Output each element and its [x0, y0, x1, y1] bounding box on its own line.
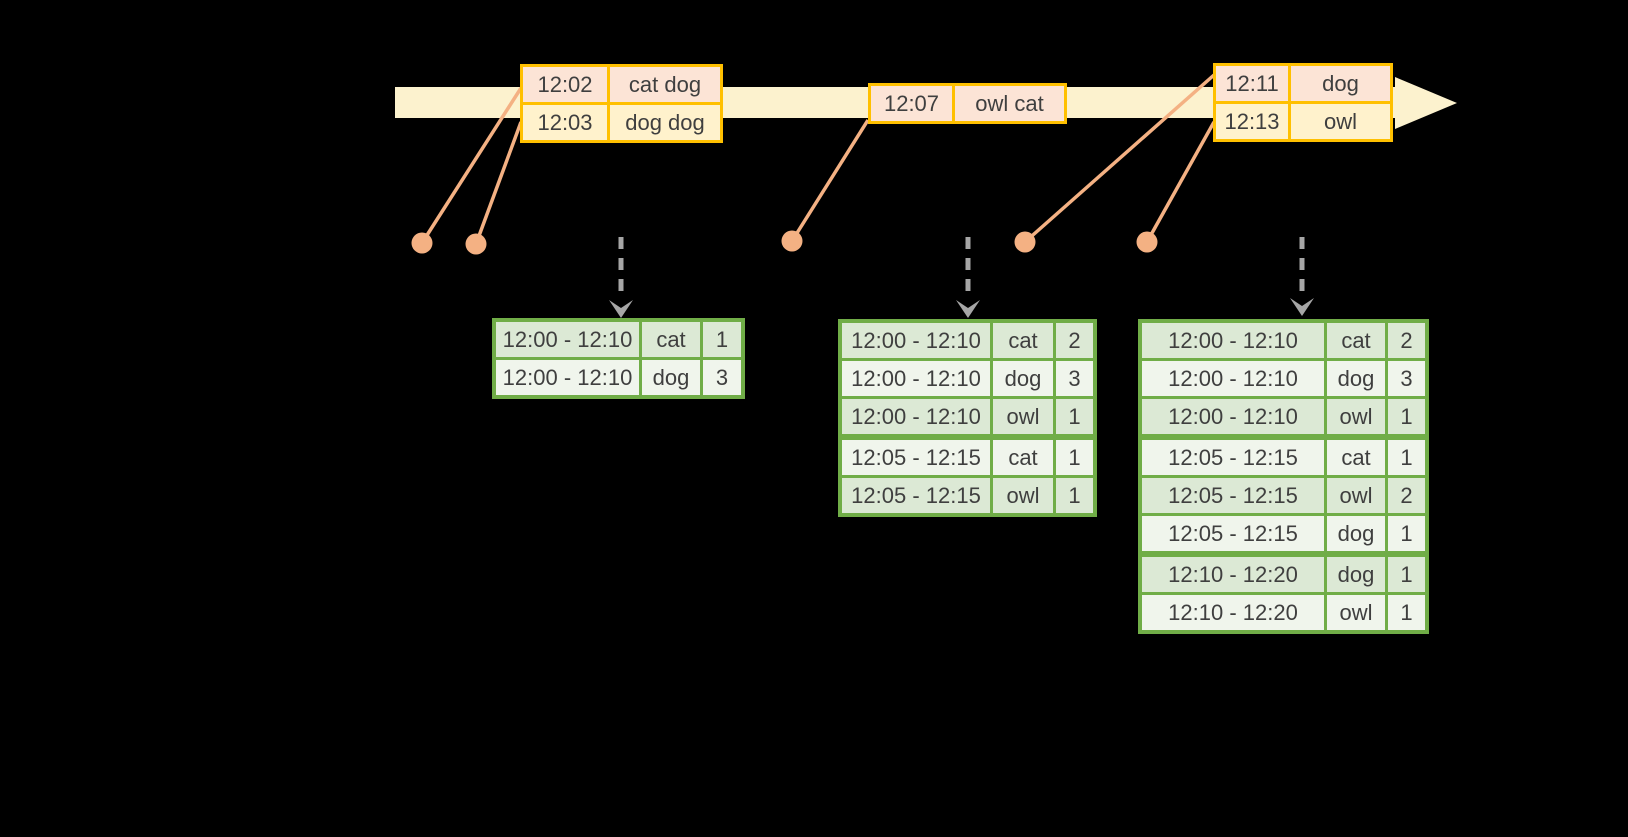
count-cell: 1	[1388, 516, 1425, 551]
count-cell: 1	[1056, 478, 1093, 513]
table-row: 12:13 owl	[1216, 104, 1390, 139]
count-cell: 1	[703, 322, 741, 357]
down-arrowhead-icon	[1290, 298, 1314, 316]
word-cell: dog	[1327, 516, 1385, 551]
event-words-cell: owl	[1291, 104, 1390, 139]
event-connector-line	[474, 121, 523, 245]
window-cell: 12:00 - 12:10	[1142, 323, 1324, 358]
window-cell: 12:10 - 12:20	[1142, 557, 1324, 592]
result-table-1: 12:00 - 12:10 cat 1 12:00 - 12:10 dog 3	[492, 318, 745, 399]
word-cell: dog	[1327, 557, 1385, 592]
word-cell: cat	[993, 323, 1053, 358]
event-dot	[465, 233, 487, 255]
count-cell: 1	[1388, 557, 1425, 592]
count-cell: 1	[1056, 440, 1093, 475]
table-row: 12:00 - 12:10 dog 3	[1142, 361, 1425, 396]
word-cell: dog	[993, 361, 1053, 396]
event-words-cell: dog	[1291, 66, 1390, 101]
table-row: 12:03 dog dog	[523, 105, 720, 140]
event-connector-line	[790, 119, 870, 242]
event-time-cell: 12:07	[871, 86, 952, 121]
count-cell: 1	[1388, 399, 1425, 434]
window-cell: 12:00 - 12:10	[496, 322, 639, 357]
count-cell: 3	[1388, 361, 1425, 396]
table-row: 12:00 - 12:10 cat 2	[1142, 323, 1425, 358]
event-time-cell: 12:13	[1216, 104, 1288, 139]
table-row: 12:10 - 12:20 dog 1	[1142, 557, 1425, 592]
event-table-2: 12:07 owl cat	[868, 83, 1067, 124]
count-cell: 1	[1056, 399, 1093, 434]
word-cell: owl	[993, 478, 1053, 513]
timeline-arrowhead-icon	[1395, 77, 1457, 129]
window-cell: 12:05 - 12:15	[1142, 478, 1324, 513]
table-row: 12:05 - 12:15 dog 1	[1142, 516, 1425, 551]
event-words-cell: cat dog	[610, 67, 720, 102]
trigger-arrows	[609, 237, 1314, 318]
count-cell: 2	[1056, 323, 1093, 358]
window-cell: 12:00 - 12:10	[842, 323, 990, 358]
event-dot	[1136, 231, 1158, 253]
window-cell: 12:10 - 12:20	[1142, 595, 1324, 630]
table-row: 12:05 - 12:15 cat 1	[1142, 440, 1425, 475]
table-row: 12:00 - 12:10 dog 3	[496, 360, 741, 395]
window-cell: 12:05 - 12:15	[842, 440, 990, 475]
table-row: 12:05 - 12:15 owl 1	[842, 478, 1093, 513]
event-table-3: 12:11 dog 12:13 owl	[1213, 63, 1393, 142]
table-row: 12:05 - 12:15 owl 2	[1142, 478, 1425, 513]
table-row: 12:00 - 12:10 cat 1	[496, 322, 741, 357]
window-cell: 12:00 - 12:10	[842, 399, 990, 434]
window-cell: 12:00 - 12:10	[1142, 399, 1324, 434]
table-row: 12:00 - 12:10 owl 1	[1142, 399, 1425, 434]
event-dot	[781, 230, 803, 252]
count-cell: 1	[1388, 595, 1425, 630]
table-row: 12:00 - 12:10 owl 1	[842, 399, 1093, 434]
table-row: 12:10 - 12:20 owl 1	[1142, 595, 1425, 630]
count-cell: 3	[1056, 361, 1093, 396]
count-cell: 2	[1388, 323, 1425, 358]
event-dot	[411, 232, 433, 254]
result-table-2: 12:00 - 12:10 cat 2 12:00 - 12:10 dog 3 …	[838, 319, 1097, 517]
word-cell: cat	[993, 440, 1053, 475]
window-cell: 12:05 - 12:15	[842, 478, 990, 513]
word-cell: cat	[1327, 323, 1385, 358]
event-table-1: 12:02 cat dog 12:03 dog dog	[520, 64, 723, 143]
window-cell: 12:00 - 12:10	[842, 361, 990, 396]
window-cell: 12:00 - 12:10	[1142, 361, 1324, 396]
event-connector-line	[1145, 121, 1216, 243]
event-dot	[1014, 231, 1036, 253]
word-cell: owl	[1327, 478, 1385, 513]
word-cell: cat	[1327, 440, 1385, 475]
down-arrowhead-icon	[609, 300, 633, 318]
word-cell: cat	[642, 322, 700, 357]
event-dots	[411, 230, 1158, 255]
word-cell: dog	[642, 360, 700, 395]
result-table-3: 12:00 - 12:10 cat 2 12:00 - 12:10 dog 3 …	[1138, 319, 1429, 634]
down-arrowhead-icon	[956, 300, 980, 318]
window-cell: 12:05 - 12:15	[1142, 440, 1324, 475]
count-cell: 3	[703, 360, 741, 395]
count-cell: 2	[1388, 478, 1425, 513]
event-words-cell: owl cat	[955, 86, 1064, 121]
word-cell: owl	[1327, 399, 1385, 434]
table-row: 12:00 - 12:10 cat 2	[842, 323, 1093, 358]
count-cell: 1	[1388, 440, 1425, 475]
window-cell: 12:00 - 12:10	[496, 360, 639, 395]
table-row: 12:11 dog	[1216, 66, 1390, 101]
table-row: 12:02 cat dog	[523, 67, 720, 102]
event-time-cell: 12:11	[1216, 66, 1288, 101]
table-row: 12:07 owl cat	[871, 86, 1064, 121]
table-row: 12:05 - 12:15 cat 1	[842, 440, 1093, 475]
event-words-cell: dog dog	[610, 105, 720, 140]
event-time-cell: 12:03	[523, 105, 607, 140]
event-time-cell: 12:02	[523, 67, 607, 102]
word-cell: owl	[1327, 595, 1385, 630]
table-row: 12:00 - 12:10 dog 3	[842, 361, 1093, 396]
word-cell: dog	[1327, 361, 1385, 396]
window-cell: 12:05 - 12:15	[1142, 516, 1324, 551]
word-cell: owl	[993, 399, 1053, 434]
